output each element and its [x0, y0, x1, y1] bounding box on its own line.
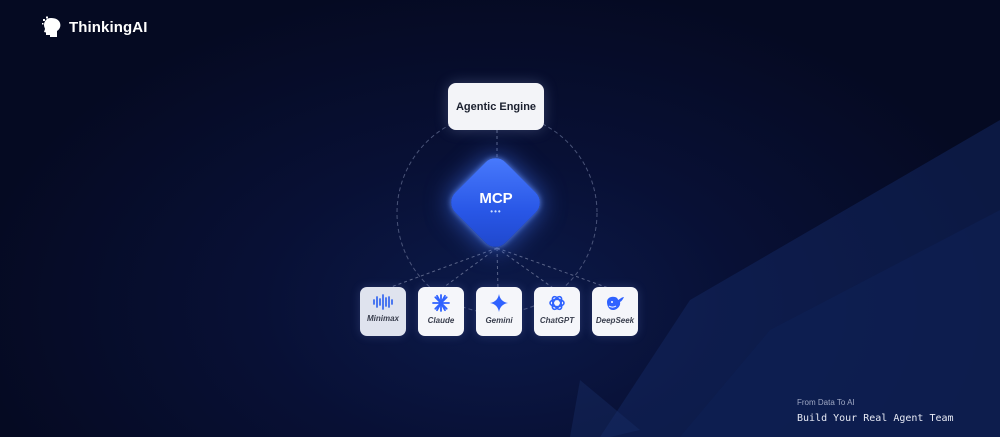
model-label-claude: Claude	[427, 316, 455, 325]
mcp-hub-dots: •••	[490, 207, 502, 216]
model-node-chatgpt: ChatGPT	[534, 287, 580, 336]
footer-slogan: Build Your Real Agent Team	[797, 413, 954, 424]
model-node-deepseek: DeepSeek	[592, 287, 638, 336]
model-node-gemini: Gemini	[476, 287, 522, 336]
openai-knot-icon	[549, 295, 565, 311]
brand-logo: ThinkingAI	[42, 16, 148, 38]
model-label-deepseek: DeepSeek	[595, 316, 635, 325]
model-label-minimax: Minimax	[366, 314, 399, 323]
gemini-sparkle-icon	[490, 294, 508, 312]
model-label-chatgpt: ChatGPT	[539, 316, 575, 325]
brand-name: ThinkingAI	[69, 18, 148, 36]
connector-minimax	[382, 247, 498, 291]
footer-tagline: From Data To AI	[797, 398, 855, 407]
head-brain-icon	[42, 16, 61, 37]
model-node-claude: Claude	[418, 287, 464, 336]
waveform-icon	[373, 294, 393, 310]
mcp-hub-label: MCP	[479, 190, 513, 207]
connector-deepseek	[496, 247, 615, 291]
model-label-gemini: Gemini	[485, 316, 513, 325]
connector-gemini	[496, 247, 499, 291]
agentic-engine-node: Agentic Engine	[448, 83, 544, 130]
whale-icon	[607, 296, 624, 310]
claude-star-icon	[432, 294, 450, 312]
model-node-minimax: Minimax	[360, 287, 406, 336]
connector-chatgpt	[496, 247, 557, 291]
connector-claude	[439, 247, 498, 291]
